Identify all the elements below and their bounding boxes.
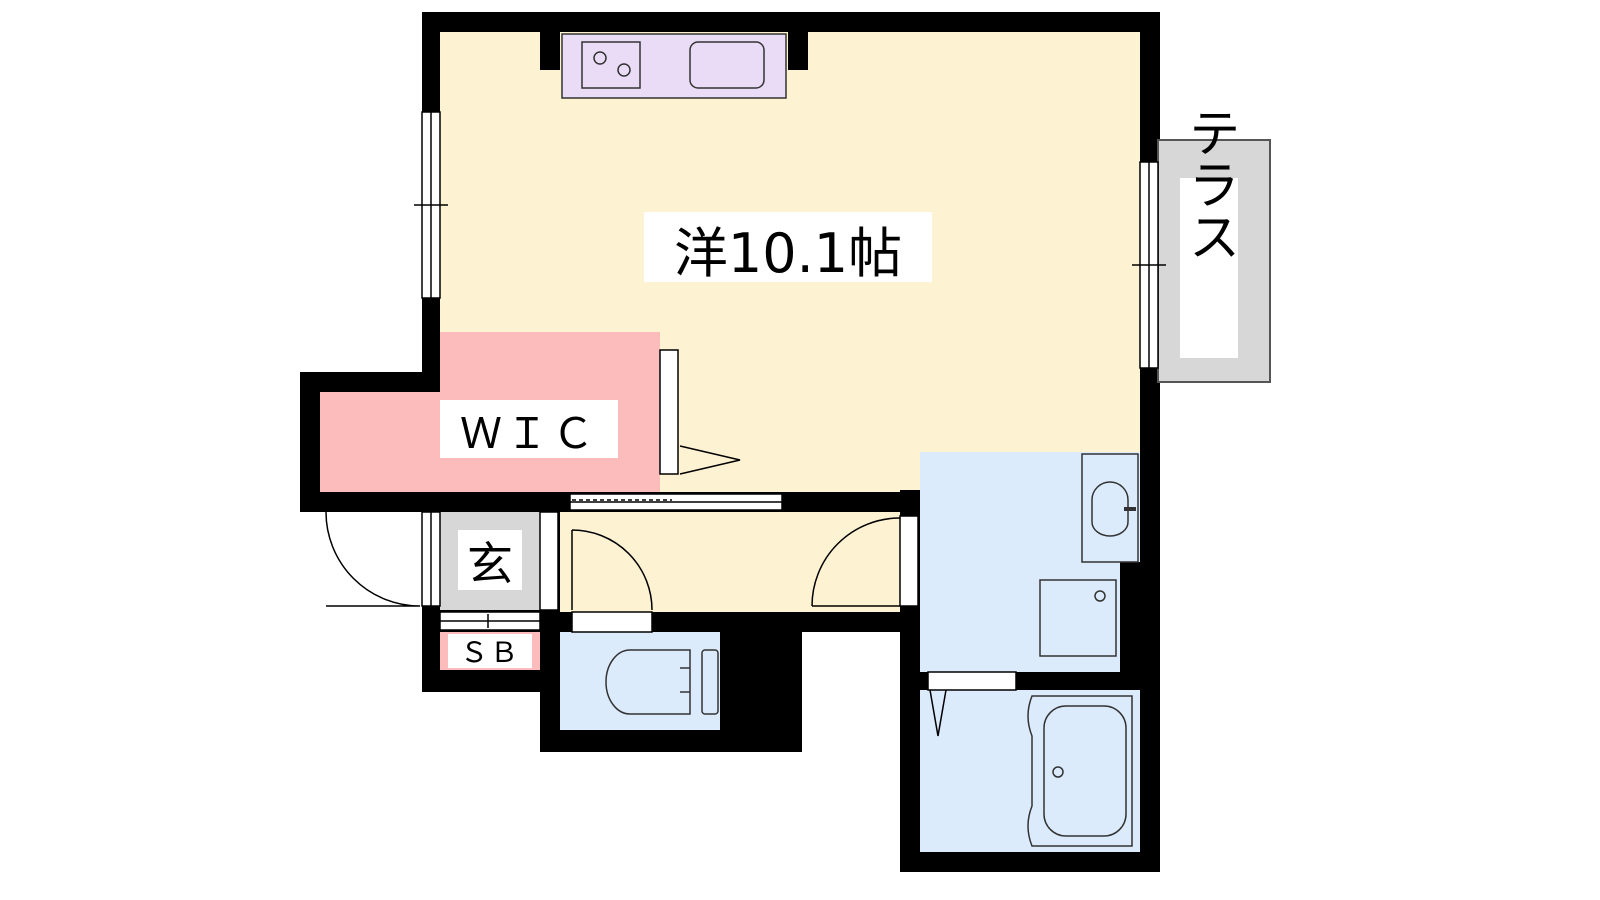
entrance-hall-gap	[539, 511, 559, 611]
burner-icon	[617, 63, 631, 77]
openings	[414, 111, 1166, 691]
tub-drain-icon	[1052, 766, 1064, 778]
washing-machine-pan	[1039, 579, 1117, 657]
terrace-label: テラス	[1179, 106, 1239, 262]
room-hallway	[560, 512, 900, 612]
washroom-fixtures	[1039, 453, 1139, 657]
wic-door-swing	[679, 445, 741, 475]
drain-icon	[1094, 590, 1106, 602]
toilet-door-gap	[571, 611, 653, 633]
kitchen-sink	[689, 41, 765, 89]
bathroom-door-gap	[927, 671, 1017, 691]
burner-icon	[593, 51, 607, 65]
wic-label: ＷＩＣ	[460, 409, 598, 458]
washroom-door-gap	[899, 515, 919, 607]
entrance-label: 玄	[467, 537, 513, 591]
stove	[581, 41, 641, 89]
western-room-label: 洋10.1帖	[674, 222, 902, 285]
bathtub-inner	[1043, 705, 1127, 837]
room-washroom	[920, 452, 1140, 672]
room-toilet	[560, 632, 720, 730]
room-bathroom	[920, 690, 1140, 852]
toilet-bowl-icon	[605, 649, 691, 715]
washroom-door-swing	[811, 517, 901, 607]
labels: 洋10.1帖 ＷＩＣ 玄 ＳＢ テラス	[440, 106, 1239, 669]
kitchen-wall-right	[788, 32, 808, 70]
bathroom-door-swing	[929, 689, 947, 737]
entrance-door-swing	[325, 511, 421, 607]
toilet-door-swing	[571, 529, 653, 611]
shoebox-label: ＳＢ	[460, 636, 520, 669]
bathtub-fixture	[1027, 695, 1133, 847]
door-swings	[325, 445, 947, 737]
vanity-counter	[1081, 453, 1139, 563]
toilet-fixture	[605, 649, 719, 715]
kitchen-counter	[540, 32, 808, 99]
basin-icon	[1091, 481, 1129, 537]
wic-door-frame	[659, 349, 679, 475]
bathtub-outer	[1027, 695, 1133, 847]
toilet-tank-icon	[701, 649, 719, 715]
kitchen-wall-left	[540, 32, 560, 70]
